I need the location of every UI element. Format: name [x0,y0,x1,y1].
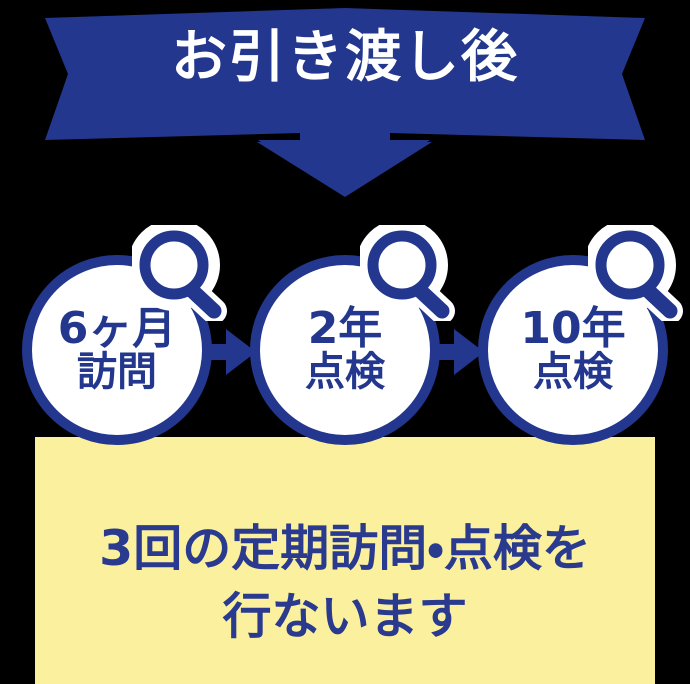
banner-path [45,8,645,196]
summary-line-1: 3回の定期訪問・点検を [99,520,591,577]
banner-shape [45,8,645,197]
step-label-line-1: 10年 [520,303,626,355]
connector-2 [424,327,484,377]
arrow-right-icon [196,329,256,375]
step-10years[interactable]: 10年 点検 [478,225,683,445]
summary-line-2: 行ないます [222,587,468,645]
step-label-line-2: 点検 [533,349,613,396]
banner-ribbon: お引き渡し後 [0,0,690,210]
step-2years[interactable]: 2年 点検 [250,225,455,445]
steps-row: 6ヶ月 訪問 2年 点検 [0,225,690,450]
step-label-line-2: 訪問 [77,349,157,396]
summary-panel: 3回の定期訪問・点検を 行ないます [35,437,655,684]
arrow-right-icon [424,329,484,375]
step-label-line-1: 6ヶ月 [57,303,177,355]
connector-1 [196,327,256,377]
step-label-line-2: 点検 [305,349,385,396]
magnifier-icon [132,225,228,321]
step-6months[interactable]: 6ヶ月 訪問 [22,225,227,445]
step-label-line-1: 2年 [307,303,383,355]
magnifier-icon [588,225,684,321]
summary-panel-text: 3回の定期訪問・点検を 行ないます [35,515,655,650]
arrow-down-icon [257,128,432,197]
banner-title: お引き渡し後 [171,25,519,90]
magnifier-icon [360,225,456,321]
